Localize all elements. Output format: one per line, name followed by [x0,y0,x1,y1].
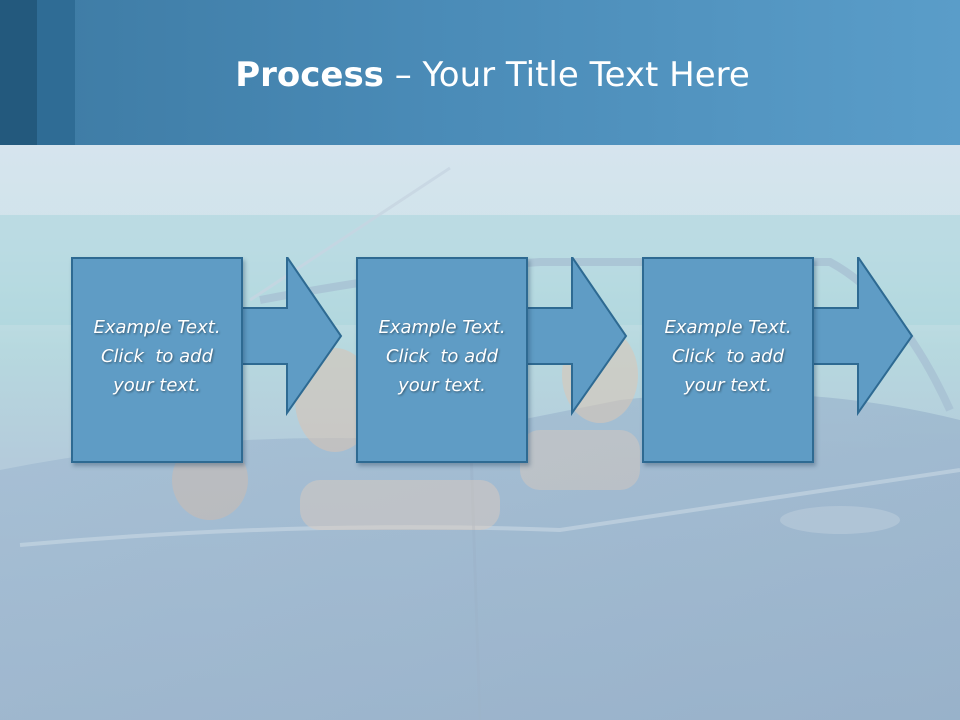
step-text[interactable]: Example Text. Click to add your text. [71,313,243,400]
step-text-line-2: Click to add [671,346,784,367]
arrow-right-icon [516,257,628,417]
title-rest-part: – Your Title Text Here [383,55,750,95]
step-box [71,257,243,463]
step-text-line-3: your text. [398,375,486,396]
step-text-line-3: your text. [113,375,201,396]
arrow-right-icon [802,257,914,417]
step-text-line-2: Click to add [385,346,498,367]
header-accent-mid [37,0,75,145]
title-bar: Process – Your Title Text Here [0,0,960,145]
step-text-line-1: Example Text. [378,317,506,338]
step-text-line-1: Example Text. [664,317,792,338]
step-text-line-2: Click to add [100,346,213,367]
slide-title[interactable]: Process – Your Title Text Here [75,52,910,102]
step-text[interactable]: Example Text. Click to add your text. [642,313,814,400]
step-box [642,257,814,463]
step-text-line-1: Example Text. [93,317,221,338]
arrow-right-icon [231,257,343,417]
title-bold-part: Process [235,55,384,95]
step-text[interactable]: Example Text. Click to add your text. [356,313,528,400]
step-text-line-3: your text. [684,375,772,396]
step-box [356,257,528,463]
header-accent-dark [0,0,37,145]
